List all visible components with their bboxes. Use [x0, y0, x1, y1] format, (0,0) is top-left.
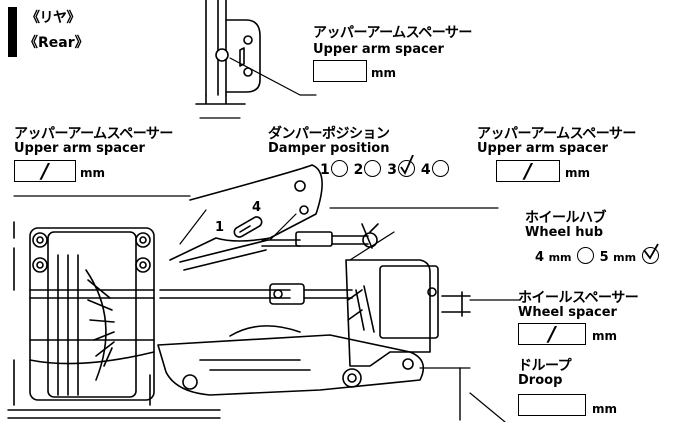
check-mark-icon	[642, 243, 659, 260]
damper-option-3[interactable]: 3	[387, 155, 416, 178]
damper-position-options: 1 2 3 4	[320, 155, 450, 178]
right-spacer-value: /	[524, 159, 532, 183]
wheel-hub-option-5-circle	[641, 243, 659, 264]
wheel-hub-option-4-circle	[577, 247, 595, 264]
wheel-assembly	[13, 221, 155, 406]
damper-option-1[interactable]: 1	[320, 160, 349, 178]
damper-position-label-jp: ダンパーポジション	[268, 126, 390, 142]
right-spacer-box[interactable]: /	[496, 160, 560, 182]
hole-label-4: 4	[252, 200, 262, 215]
hole-label-1: 1	[215, 220, 225, 235]
top-spacer-label-jp: アッパーアームスペーサー	[313, 25, 472, 41]
damper-option-4-circle	[431, 160, 449, 177]
right-spacer-label-jp: アッパーアームスペーサー	[477, 126, 636, 142]
wheel-spacer-label-jp: ホイールスペーサー	[518, 290, 639, 306]
damper-position-label-en: Damper position	[268, 141, 390, 156]
left-spacer-label-jp: アッパーアームスペーサー	[14, 126, 173, 142]
top-spacer-label-en: Upper arm spacer	[313, 42, 444, 57]
upper-mount-inset	[195, 0, 317, 105]
droop-box[interactable]	[518, 394, 586, 416]
top-spacer-unit: mm	[371, 66, 397, 80]
lower-arm	[157, 325, 425, 396]
damper-option-4[interactable]: 4	[421, 160, 450, 178]
left-spacer-box[interactable]: /	[14, 160, 76, 182]
top-spacer-box[interactable]	[313, 60, 367, 82]
title-marker	[8, 7, 17, 57]
damper-option-2[interactable]: 2	[354, 160, 383, 178]
wheel-hub-label-en: Wheel hub	[525, 225, 604, 240]
title-en: 《Rear》	[24, 35, 89, 51]
damper-option-3-circle	[398, 155, 415, 177]
right-spacer-label-en: Upper arm spacer	[477, 141, 608, 156]
droop-label-en: Droop	[518, 373, 563, 388]
droop-unit: mm	[592, 402, 618, 416]
left-spacer-label-en: Upper arm spacer	[14, 141, 145, 156]
wheel-spacer-label-en: Wheel spacer	[518, 305, 617, 320]
left-spacer-value: /	[41, 159, 49, 183]
left-spacer-unit: mm	[80, 166, 106, 180]
title-jp: 《リヤ》	[26, 10, 81, 26]
damper-option-1-circle	[330, 160, 348, 177]
wheel-hub-option-5[interactable]: 5 mm	[600, 243, 660, 265]
droop-label-jp: ドループ	[518, 358, 572, 374]
wheel-spacer-value: /	[548, 322, 556, 346]
check-mark-icon	[400, 155, 414, 175]
wheel-hub-label-jp: ホイールハブ	[525, 210, 607, 226]
wheel-hub-option-4[interactable]: 4 mm	[535, 247, 595, 265]
wheel-spacer-box[interactable]: /	[518, 323, 586, 345]
right-spacer-unit: mm	[565, 166, 591, 180]
linkage-rods	[159, 223, 379, 305]
wheel-spacer-unit: mm	[592, 329, 618, 343]
wheel-hub-options: 4 mm 5 mm	[535, 243, 660, 265]
damper-option-2-circle	[364, 160, 382, 177]
damper-stay	[169, 164, 323, 261]
hub-carrier	[345, 231, 521, 367]
